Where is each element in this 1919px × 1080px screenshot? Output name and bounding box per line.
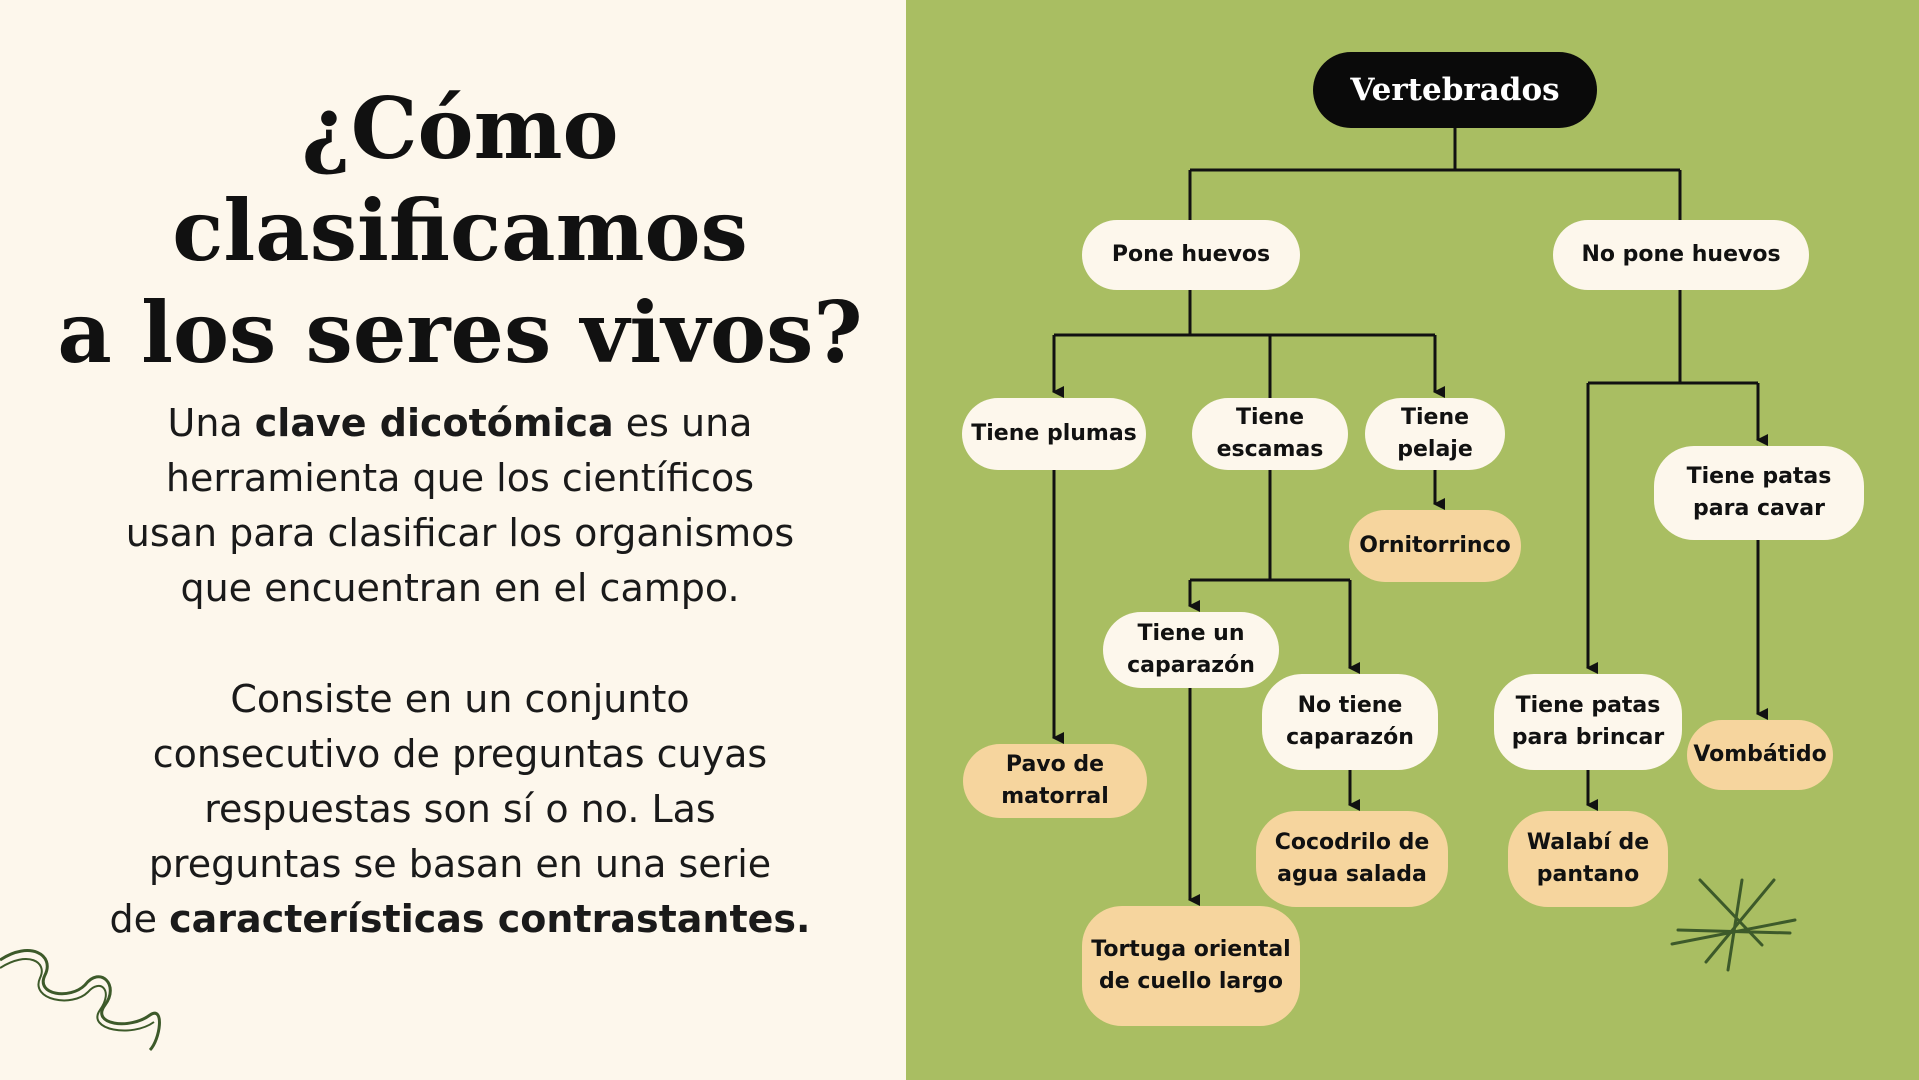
node-tiene-pelaje: Tiene pelaje <box>1365 398 1505 470</box>
squiggle-decoration <box>0 949 161 1052</box>
node-walabi: Walabí de pantano <box>1508 811 1668 907</box>
para2-line: respuestas son sí o no. Las <box>204 787 716 831</box>
para1-bold-term: clave dicotómica <box>254 401 614 445</box>
para2-bold-term: características contrastantes. <box>169 897 811 941</box>
connector-escamas <box>1190 470 1350 582</box>
para1-line: herramienta que los científicos <box>165 456 755 500</box>
node-tortuga: Tortuga oriental de cuello largo <box>1082 906 1300 1026</box>
para2-line: consecutivo de preguntas cuyas <box>152 732 768 776</box>
node-tiene-escamas: Tiene escamas <box>1192 398 1348 470</box>
para1-line: que encuentran en el campo. <box>180 566 740 610</box>
description-paragraph-2: Consiste en un conjunto consecutivo de p… <box>40 672 880 947</box>
para1-line: usan para clasificar los organismos <box>125 511 795 555</box>
node-vombatido: Vombátido <box>1687 720 1833 790</box>
connector-root <box>1188 128 1682 220</box>
node-no-pone-huevos: No pone huevos <box>1553 220 1809 290</box>
para1-text: Una <box>167 401 255 445</box>
node-tiene-patas-cavar: Tiene patas para cavar <box>1654 446 1864 540</box>
title-line-2: clasificamos <box>172 181 748 280</box>
para2-line: preguntas se basan en una serie <box>148 842 772 886</box>
para2-text: de <box>109 897 170 941</box>
node-tiene-plumas: Tiene plumas <box>962 398 1146 470</box>
para2-line: Consiste en un conjunto <box>230 677 690 721</box>
title-line-3: a los seres vivos? <box>57 283 863 382</box>
page-title: ¿Cómo clasificamos a los seres vivos? <box>40 78 880 384</box>
description-paragraph-1: Una clave dicotómica es una herramienta … <box>40 396 880 616</box>
para1-text: es una <box>613 401 753 445</box>
node-ornitorrinco: Ornitorrinco <box>1349 510 1521 582</box>
node-cocodrilo: Cocodrilo de agua salada <box>1256 811 1448 907</box>
left-panel: ¿Cómo clasificamos a los seres vivos? Un… <box>0 0 906 1080</box>
node-vertebrados: Vertebrados <box>1313 52 1597 128</box>
title-line-1: ¿Cómo <box>301 79 619 178</box>
node-tiene-caparazon: Tiene un caparazón <box>1103 612 1279 688</box>
node-tiene-patas-brincar: Tiene patas para brincar <box>1494 674 1682 770</box>
node-no-tiene-caparazon: No tiene caparazón <box>1262 674 1438 770</box>
node-pavo-de-matorral: Pavo de matorral <box>963 744 1147 818</box>
connector-no-pone-huevos <box>1586 290 1758 668</box>
star-decoration <box>1670 878 1797 972</box>
node-pone-huevos: Pone huevos <box>1082 220 1300 290</box>
connector-pone-huevos <box>1052 290 1437 398</box>
